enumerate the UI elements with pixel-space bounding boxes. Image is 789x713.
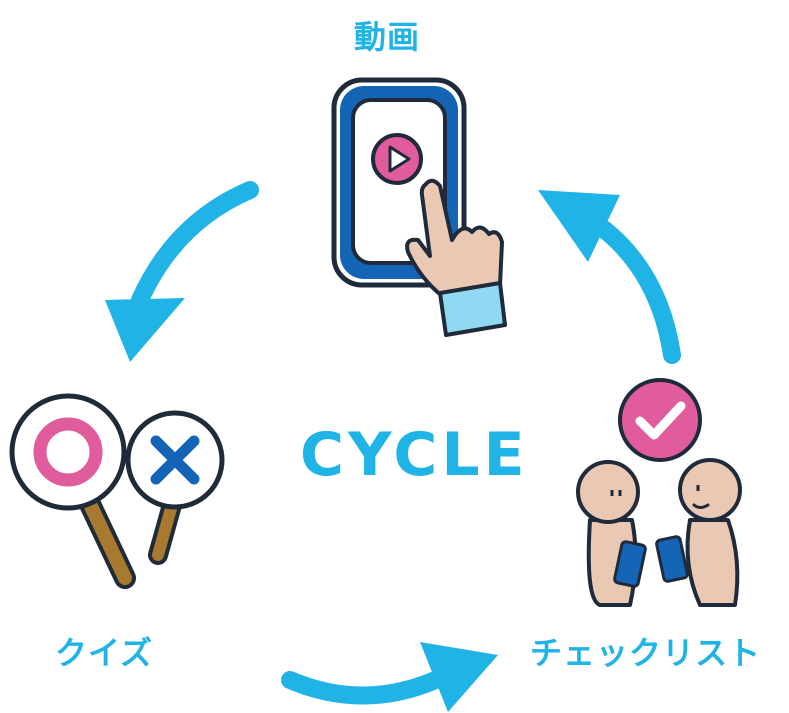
node-label-video: 動画 bbox=[354, 18, 421, 56]
arrow-quiz-to-checklist bbox=[281, 642, 498, 712]
node-label-quiz: クイズ bbox=[55, 634, 154, 672]
maru-batsu-paddles-icon bbox=[9, 393, 225, 589]
center-label-cycle: CYCLE bbox=[300, 420, 529, 490]
arrow-video-to-quiz bbox=[105, 181, 259, 362]
two-people-phones-check-icon bbox=[576, 378, 742, 607]
arrow-checklist-to-video bbox=[538, 190, 681, 364]
phone-play-touch-icon bbox=[331, 77, 507, 337]
node-label-checklist: チェックリスト bbox=[530, 634, 762, 672]
